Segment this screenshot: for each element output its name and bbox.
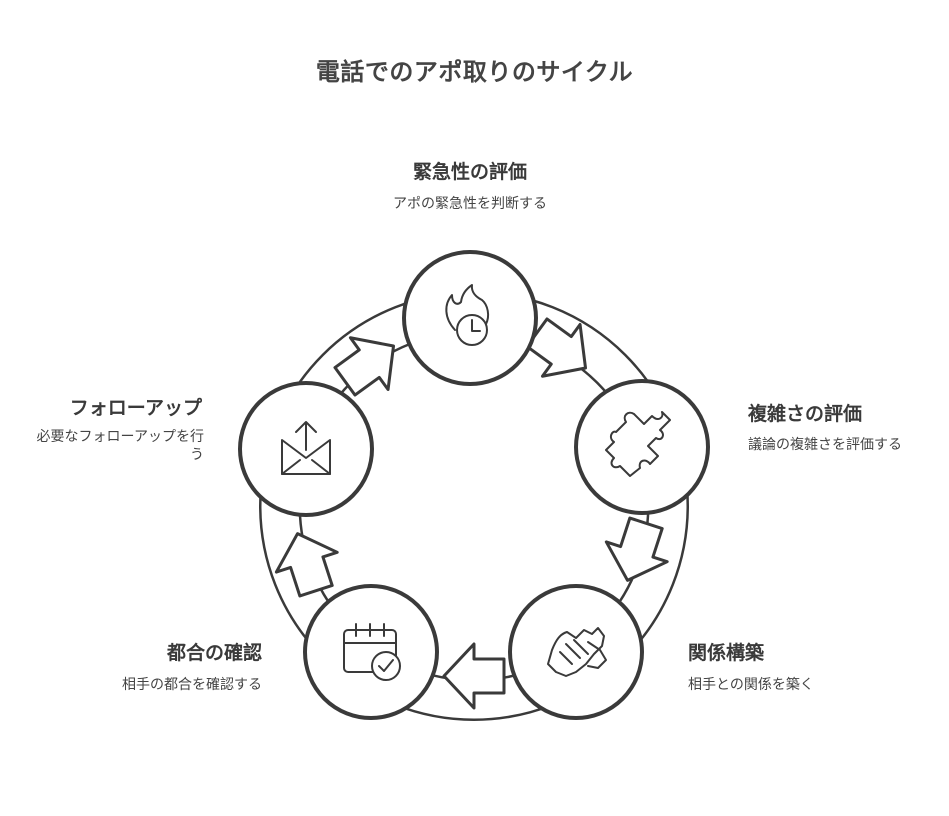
arrow-1 — [525, 317, 588, 378]
step-availability-desc: 相手の都合を確認する — [122, 677, 262, 693]
node-complexity — [574, 379, 710, 515]
node-relationship — [508, 584, 644, 720]
arrow-5 — [333, 336, 396, 397]
arrow-2 — [604, 516, 669, 582]
step-relationship-desc: 相手との関係を築く — [688, 677, 814, 693]
mail-upload-icon — [281, 421, 331, 475]
step-availability-title: 都合の確認 — [166, 642, 262, 664]
step-complexity-desc: 議論の複雑さを評価する — [748, 437, 902, 453]
arrow-4 — [274, 532, 339, 598]
arrow-3 — [442, 642, 506, 710]
calendar-check-icon — [343, 623, 401, 681]
puzzle-icon — [605, 411, 671, 477]
step-relationship-title: 関係構築 — [688, 642, 765, 664]
step-urgency-desc: アポの緊急性を判断する — [393, 196, 547, 212]
fire-clock-icon — [445, 284, 490, 346]
step-followup-desc: 必要なフォローアップを行う — [36, 429, 204, 463]
node-availability — [303, 584, 439, 720]
step-complexity-title: 複雑さの評価 — [748, 403, 863, 425]
step-urgency-title: 緊急性の評価 — [412, 161, 527, 183]
step-followup-title: フォローアップ — [69, 397, 202, 419]
handshake-icon — [547, 627, 607, 677]
diagram-title: 電話でのアポ取りのサイクル — [315, 58, 634, 86]
